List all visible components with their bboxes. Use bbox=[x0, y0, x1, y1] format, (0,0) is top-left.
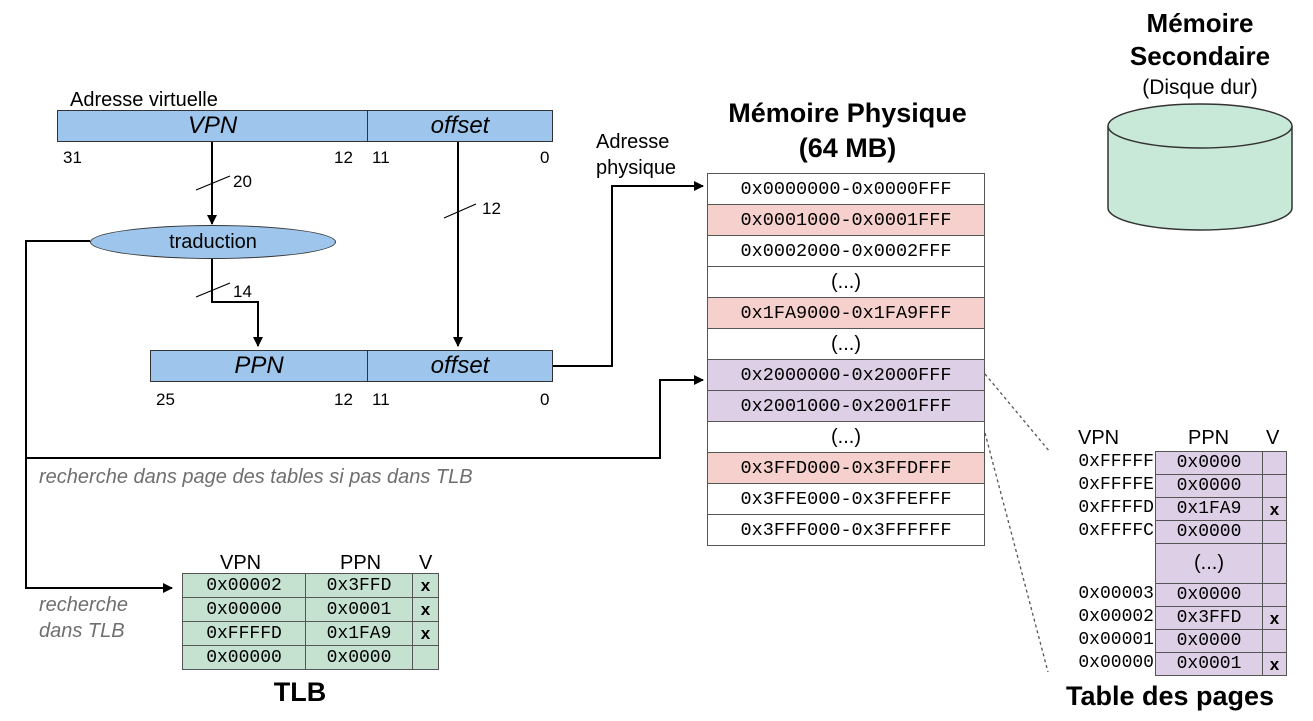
bit-0-label: 0 bbox=[540, 148, 550, 167]
tlb-title: TLB bbox=[273, 677, 327, 707]
physical-memory-size: (64 MB) bbox=[798, 133, 897, 163]
page-table-vpn-cell: 0xFFFFF bbox=[1078, 452, 1154, 472]
tlb-valid-cell: x bbox=[412, 573, 439, 598]
memory-row: 0x3FFE000-0x3FFEFFF bbox=[707, 483, 985, 515]
page-table-ppn-header: PPN bbox=[1188, 427, 1230, 449]
vpn-field: VPN bbox=[57, 110, 368, 142]
offset-width-label: 12 bbox=[482, 199, 501, 218]
tlb-ppn-cell: 0x0000 bbox=[305, 645, 413, 670]
page-table-vpn-cell: 0x00000 bbox=[1078, 653, 1154, 673]
page-table-vpn-cell: 0xFFFFD bbox=[1078, 498, 1154, 518]
page-table-ppn-cell: 0x0000 bbox=[1155, 629, 1263, 653]
page-table-vpn-cell: 0x00001 bbox=[1078, 630, 1154, 650]
tlb-ppn-cell: 0x3FFD bbox=[305, 573, 413, 598]
tlb-vpn-cell: 0x00002 bbox=[182, 573, 306, 598]
page-table-ppn-cell: 0x0000 bbox=[1155, 451, 1263, 475]
tlb-vpn-cell: 0x00000 bbox=[182, 597, 306, 622]
page-table-valid-cell: x bbox=[1262, 497, 1287, 521]
tlb-lookup-note-line1: recherche bbox=[39, 594, 128, 616]
ppn-field: PPN bbox=[150, 350, 368, 382]
bit-11-label: 11 bbox=[372, 148, 390, 167]
memory-row: 0x0002000-0x0002FFF bbox=[707, 235, 985, 267]
virtual-address-label: Adresse virtuelle bbox=[70, 89, 218, 111]
memory-row: 0x3FFD000-0x3FFDFFF bbox=[707, 452, 985, 484]
page-table-ppn-cell: 0x0000 bbox=[1155, 474, 1263, 498]
page-table-ppn-cell: 0x0001 bbox=[1155, 652, 1263, 676]
vpn-width-slash bbox=[195, 175, 231, 191]
ppn-bit-11-label: 11 bbox=[372, 390, 390, 409]
page-table-vpn-cell: 0x00003 bbox=[1078, 584, 1154, 604]
tlb-vpn-cell: 0xFFFFD bbox=[182, 621, 306, 646]
secondary-memory-title-line1: Mémoire bbox=[1146, 8, 1254, 38]
tlb-valid-cell: x bbox=[412, 597, 439, 622]
virtual-offset-field: offset bbox=[367, 110, 553, 142]
tlb-vpn-header: VPN bbox=[220, 552, 262, 574]
physical-offset-field: offset bbox=[367, 350, 553, 382]
physical-address-label-line1: Adresse bbox=[596, 131, 670, 153]
physical-address-label-line2: physique bbox=[596, 157, 677, 179]
physical-address-arrow bbox=[552, 181, 704, 367]
tlb-lookup-note-line2: dans TLB bbox=[39, 620, 125, 642]
page-table-v-header: V bbox=[1266, 427, 1280, 449]
ppn-width-label: 14 bbox=[233, 282, 252, 301]
memory-row: 0x3FFF000-0x3FFFFFF bbox=[707, 514, 985, 546]
page-table-ppn-cell: 0x0000 bbox=[1155, 520, 1263, 544]
tlb-vpn-cell: 0x00000 bbox=[182, 645, 306, 670]
memory-row: (...) bbox=[707, 421, 985, 453]
physical-memory-title: Mémoire Physique bbox=[728, 98, 967, 128]
tlb-ppn-cell: 0x1FA9 bbox=[305, 621, 413, 646]
page-table-ppn-cell: (...) bbox=[1155, 543, 1263, 584]
offset-width-slash bbox=[443, 203, 477, 219]
page-table-valid-cell bbox=[1262, 583, 1287, 607]
ppn-width-slash bbox=[195, 282, 231, 298]
ppn-bit-12-label: 12 bbox=[334, 390, 353, 409]
memory-row: 0x2001000-0x2001FFF bbox=[707, 390, 985, 422]
vpn-width-label: 20 bbox=[233, 172, 252, 191]
page-table-lookup-note: recherche dans page des tables si pas da… bbox=[39, 466, 473, 488]
page-table-title: Table des pages bbox=[1065, 681, 1275, 711]
page-table-lookup-arrow bbox=[26, 375, 704, 459]
tlb-v-header: V bbox=[419, 552, 433, 574]
memory-row: 0x0001000-0x0001FFF bbox=[707, 204, 985, 236]
page-table-valid-cell bbox=[1262, 543, 1287, 584]
page-table-valid-cell bbox=[1262, 520, 1287, 544]
tlb-ppn-header: PPN bbox=[340, 552, 382, 574]
page-table-vpn-cell: 0x00002 bbox=[1078, 607, 1154, 627]
translation-ellipse: traduction bbox=[90, 225, 336, 259]
bit-31-label: 31 bbox=[63, 148, 82, 167]
page-table-top-dotted-line bbox=[984, 373, 1051, 453]
tlb-valid-cell: x bbox=[412, 621, 439, 646]
tlb-lookup-arrow bbox=[25, 240, 173, 593]
page-table-valid-cell: x bbox=[1262, 606, 1287, 630]
page-table-valid-cell bbox=[1262, 451, 1287, 475]
page-table-ppn-cell: 0x0000 bbox=[1155, 583, 1263, 607]
bit-25-label: 25 bbox=[156, 390, 175, 409]
memory-row: 0x2000000-0x2000FFF bbox=[707, 359, 985, 391]
secondary-memory-title-line2: Secondaire bbox=[1129, 41, 1271, 71]
page-table-vpn-header: VPN bbox=[1078, 427, 1120, 449]
page-table-valid-cell bbox=[1262, 474, 1287, 498]
tlb-valid-cell bbox=[412, 645, 439, 670]
tlb-ppn-cell: 0x0001 bbox=[305, 597, 413, 622]
secondary-memory-subtitle: (Disque dur) bbox=[1142, 76, 1258, 99]
page-table-vpn-cell: 0xFFFFE bbox=[1078, 475, 1154, 495]
bit-12-label: 12 bbox=[334, 148, 353, 167]
translation-to-ppn-arrow bbox=[211, 258, 263, 347]
page-table-ppn-cell: 0x3FFD bbox=[1155, 606, 1263, 630]
memory-row: 0x0000000-0x0000FFF bbox=[707, 173, 985, 205]
memory-row: (...) bbox=[707, 328, 985, 360]
page-table-ppn-cell: 0x1FA9 bbox=[1155, 497, 1263, 521]
page-table-vpn-cell: 0xFFFFC bbox=[1078, 521, 1154, 541]
ppn-bit-0-label: 0 bbox=[540, 390, 550, 409]
page-table-valid-cell bbox=[1262, 629, 1287, 653]
disk-cylinder-icon bbox=[1107, 103, 1293, 231]
page-table-valid-cell: x bbox=[1262, 652, 1287, 676]
page-table-bottom-dotted-line bbox=[984, 432, 1049, 673]
memory-row: (...) bbox=[707, 266, 985, 298]
memory-row: 0x1FA9000-0x1FA9FFF bbox=[707, 297, 985, 329]
